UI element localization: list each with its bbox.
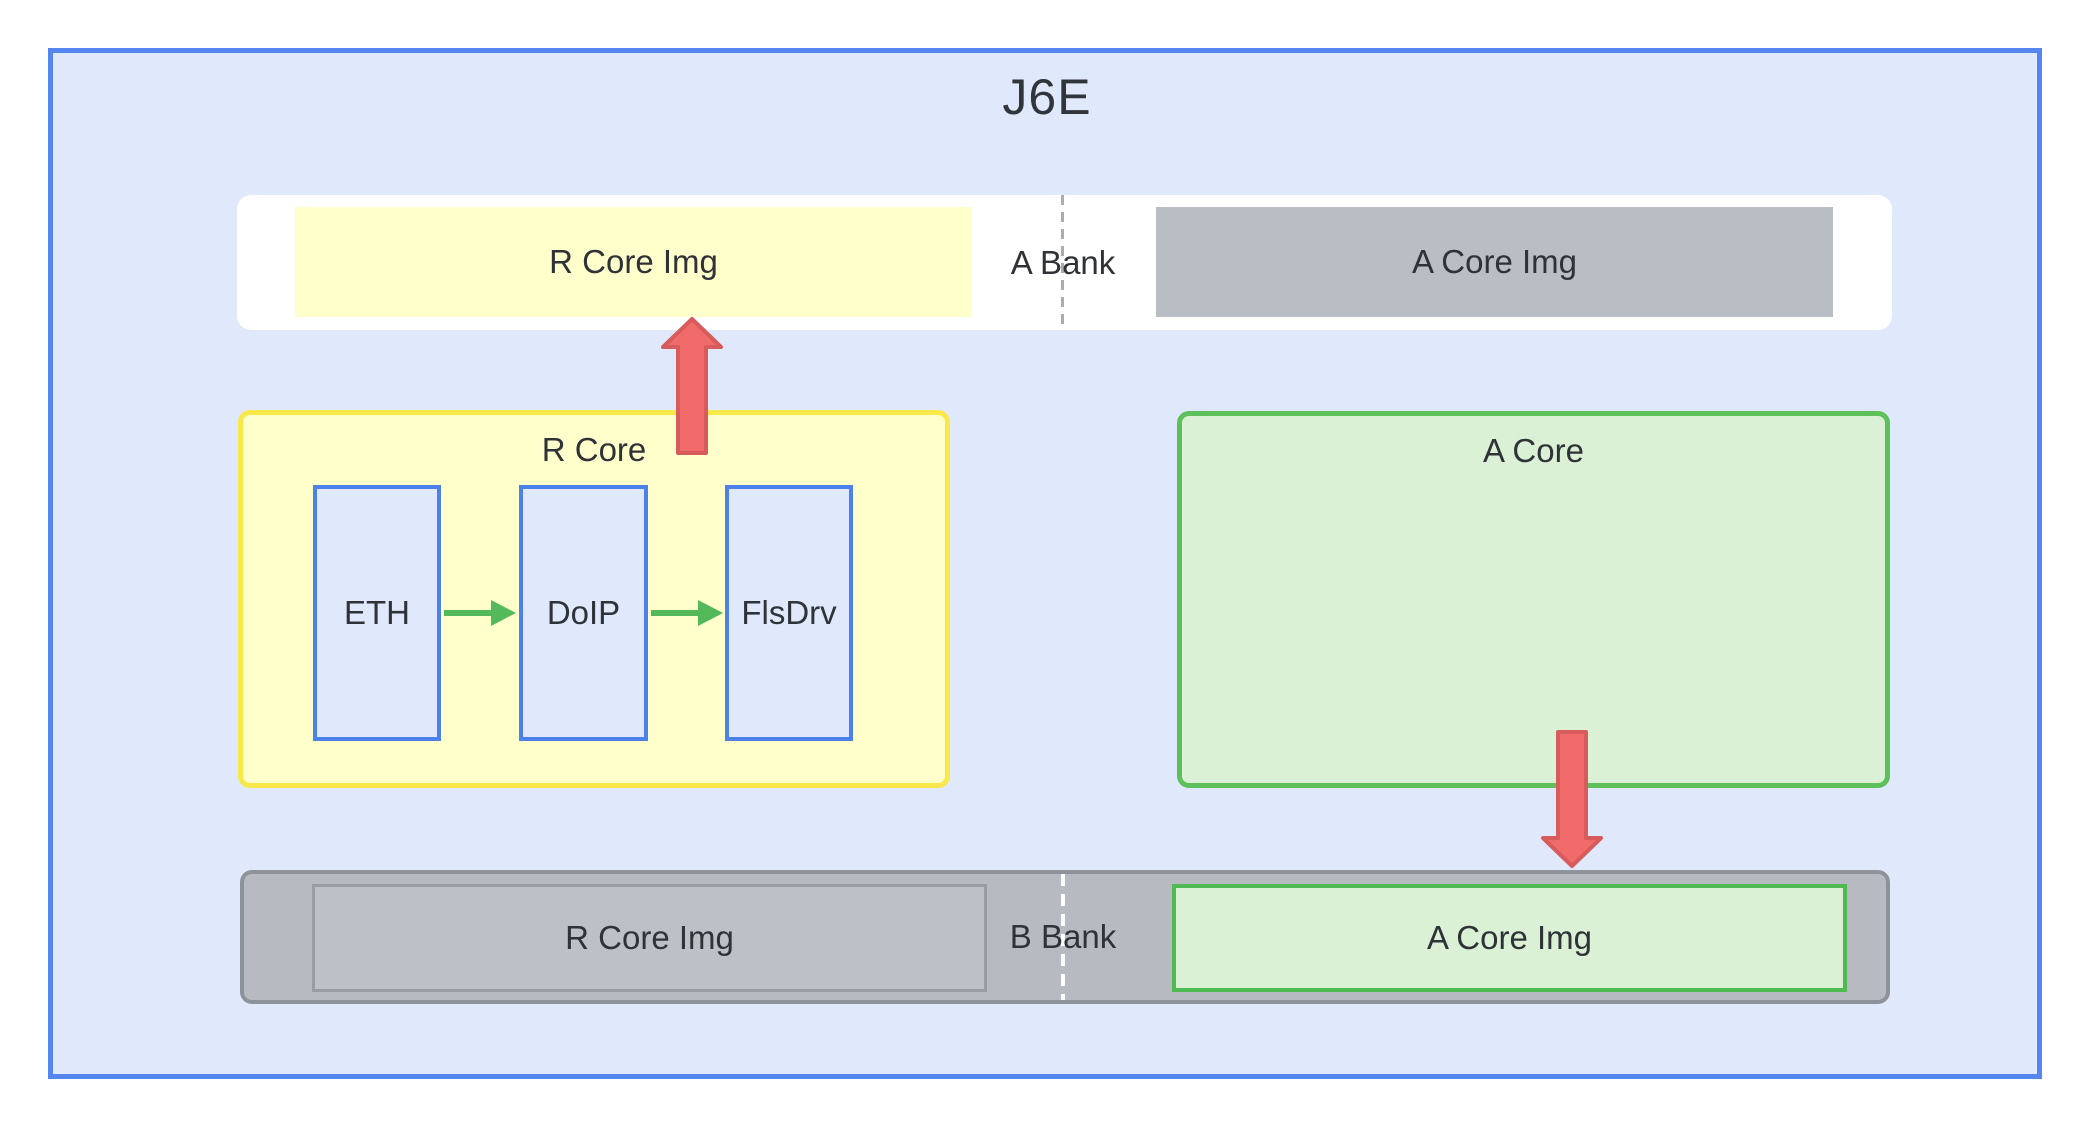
- flow-arrow-icon: [651, 600, 723, 626]
- bank-a-a-core-img-label: A Core Img: [1411, 243, 1578, 280]
- bank-b-r-core-img-slot: R Core Img: [312, 884, 987, 992]
- r-core-label: R Core: [541, 431, 647, 468]
- bank-a-r-core-img-label: R Core Img: [549, 243, 718, 280]
- bank-b: R Core Img B Bank A Core Img: [240, 870, 1890, 1004]
- bank-a-r-core-img-slot: R Core Img: [295, 207, 972, 317]
- flow-arrow-icon: [444, 600, 516, 626]
- module-eth: ETH: [313, 485, 441, 741]
- module-flsdrv: FlsDrv: [725, 485, 853, 741]
- up-arrow-icon: [661, 317, 723, 455]
- a-core-box: A Core: [1177, 411, 1890, 788]
- bank-b-divider-dashed-line: [1061, 874, 1065, 1000]
- diagram-title: J6E: [1002, 69, 1092, 125]
- down-arrow-icon: [1541, 730, 1603, 868]
- bank-b-a-core-img-slot: A Core Img: [1172, 884, 1847, 992]
- bank-a-label: A Bank: [1010, 243, 1116, 281]
- a-core-label: A Core: [1483, 432, 1584, 469]
- bank-b-a-core-img-label: A Core Img: [1426, 919, 1593, 956]
- bank-a-divider-dashed-line: [1061, 195, 1064, 330]
- bank-b-label: B Bank: [1009, 918, 1117, 955]
- bank-a: R Core Img A Bank A Core Img: [237, 195, 1892, 330]
- bank-a-a-core-img-slot: A Core Img: [1156, 207, 1833, 317]
- bank-b-r-core-img-label: R Core Img: [565, 919, 734, 956]
- r-core-box: R Core ETH DoIP FlsDrv: [238, 410, 950, 788]
- module-doip: DoIP: [519, 485, 648, 741]
